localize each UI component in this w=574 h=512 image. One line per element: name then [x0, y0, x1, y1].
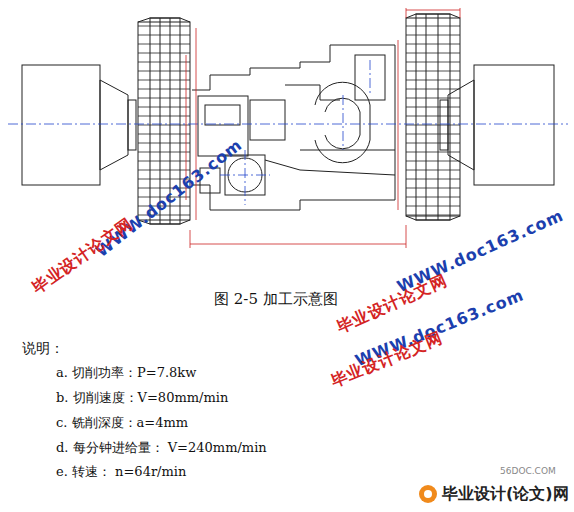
watermark: 毕业设计论文网 — [28, 214, 138, 299]
note-item: b. 切削速度：V=80mm/min — [56, 389, 228, 407]
note-item: e. 转速： n=64r/min — [56, 463, 186, 481]
note-item: a. 切削功率：P=7.8kw — [56, 364, 196, 382]
logo-text: 56DOC.COM — [500, 466, 556, 476]
note-heading: 说明： — [22, 340, 64, 358]
logo-text: 毕业设计(论文)网 — [442, 484, 569, 505]
note-item: c. 铣削深度：a=4mm — [56, 414, 188, 432]
note-item: d. 每分钟进给量： V=240mm/min — [56, 439, 267, 457]
figure-caption: 图 2-5 加工示意图 — [214, 290, 338, 309]
